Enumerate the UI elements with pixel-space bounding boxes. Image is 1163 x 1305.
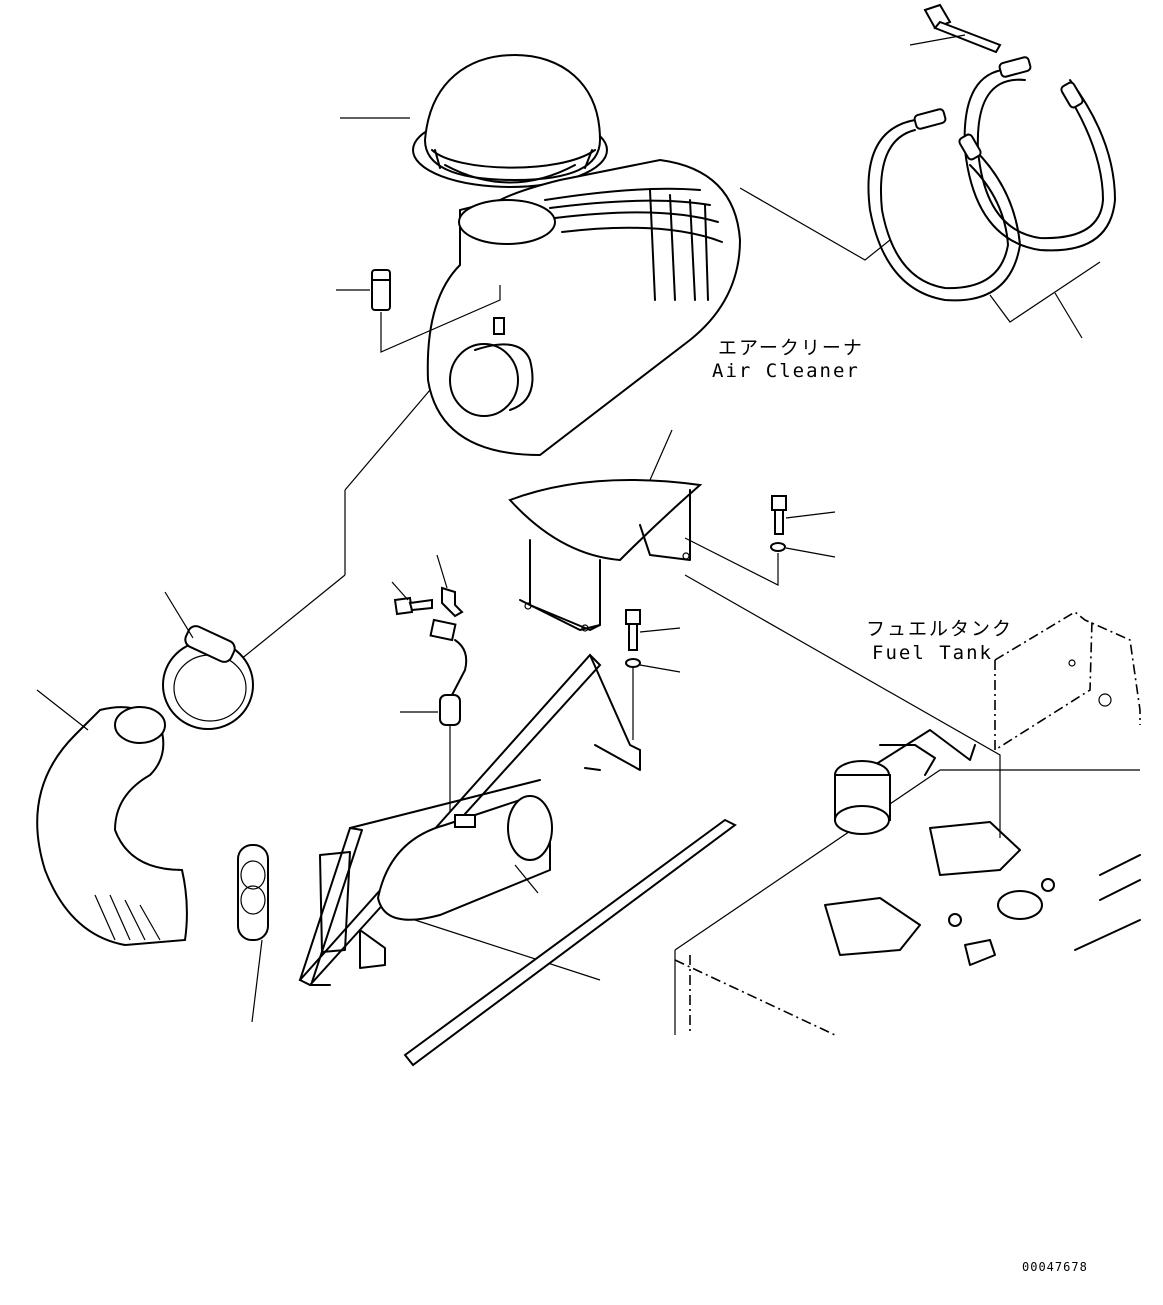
mounting-bands (867, 56, 1116, 302)
leader-washer-lower (639, 664, 681, 673)
leader-bolt-upper (785, 511, 836, 519)
cleaner-bracket (508, 479, 703, 632)
sensor-assembly (393, 586, 468, 726)
rubber-rail (403, 818, 737, 1067)
leader-sleeve (251, 939, 263, 1023)
fuel-tank-en-label: Fuel Tank (872, 642, 993, 664)
drawing-number: 00047678 (1022, 1260, 1088, 1274)
leader-hose-3 (239, 574, 346, 661)
leader-washer-upper (785, 547, 836, 558)
lower-frame (298, 653, 641, 987)
leader-bracket (649, 429, 673, 481)
fuel-tank-jp-label: フュエルタンク (866, 618, 1014, 640)
leader-indicator-2 (380, 285, 501, 353)
bolt-washer-upper (770, 495, 787, 552)
leader-sensor-bolt (391, 581, 409, 601)
leader-fuel-tank (684, 574, 1001, 838)
air-cleaner-body (426, 158, 742, 457)
elbow-hose (36, 706, 188, 947)
leader-clamp (164, 591, 194, 639)
hose-clamp (162, 625, 254, 730)
dust-indicator (371, 269, 391, 311)
inlet-duct (319, 795, 553, 953)
air-cleaner-en-label: Air Cleaner (712, 360, 860, 382)
leader-bolt-lower (639, 627, 681, 633)
leader-band (989, 261, 1101, 323)
bolt-top (923, 3, 1002, 54)
leader-duct (514, 864, 539, 894)
fuel-tank (674, 611, 1141, 1036)
leader-bolt-upper-2 (684, 537, 779, 586)
air-cleaner-jp-label: エアークリーナ (718, 337, 864, 359)
leader-clip (436, 554, 448, 589)
leader-band-2 (1054, 292, 1083, 339)
leader-elbow (36, 689, 89, 731)
leader-rail (414, 919, 601, 981)
bolt-washer-lower (625, 609, 641, 668)
leader-bolt (909, 34, 966, 46)
leader-hose (344, 389, 431, 491)
air-cleaner-cap (412, 53, 608, 188)
sleeve (237, 844, 269, 941)
leader-band-mount (739, 187, 891, 261)
